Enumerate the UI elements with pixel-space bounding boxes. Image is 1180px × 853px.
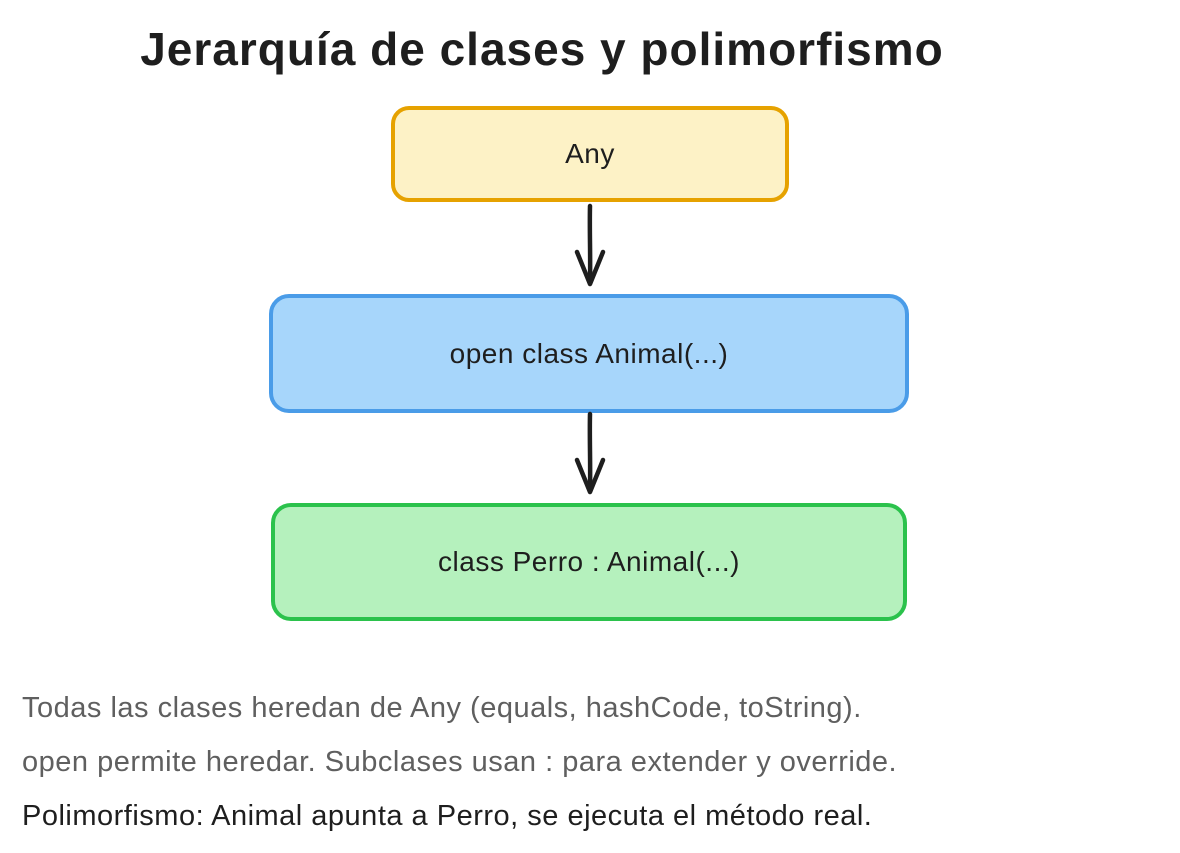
note-open-keyword: open permite heredar. Subclases usan : p… <box>22 746 898 778</box>
arrow-animal-to-perro-icon <box>574 411 606 495</box>
notes-block: Todas las clases heredan de Any (equals,… <box>22 681 1162 843</box>
note-polymorphism: Polimorfismo: Animal apunta a Perro, se … <box>22 800 873 832</box>
note-inheritance-any: Todas las clases heredan de Any (equals,… <box>22 692 862 724</box>
node-any-label: Any <box>565 138 615 169</box>
node-any: Any <box>391 106 789 202</box>
node-animal-label: open class Animal(...) <box>449 337 729 369</box>
node-animal: open class Animal(...) <box>269 294 909 413</box>
arrow-any-to-animal-icon <box>574 203 606 287</box>
node-perro-label: class Perro : Animal(...) <box>438 546 740 577</box>
node-perro: class Perro : Animal(...) <box>271 503 907 621</box>
diagram-title: Jerarquía de clases y polimorfismo <box>140 23 944 75</box>
